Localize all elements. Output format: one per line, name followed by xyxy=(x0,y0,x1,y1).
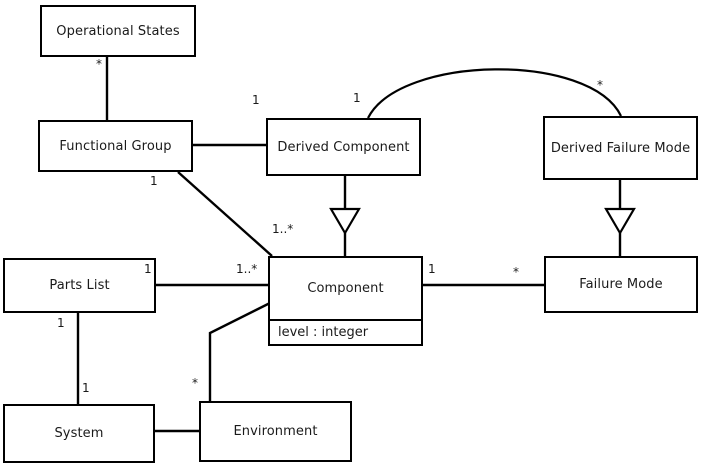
class-box-operational-states[interactable]: Operational States xyxy=(40,5,196,57)
multiplicity-failure-mode-left: * xyxy=(513,265,519,279)
class-box-system[interactable]: System xyxy=(3,404,155,463)
edge-derived-component-derived-failure-mode-arc xyxy=(367,68,622,119)
class-box-derived-failure-mode[interactable]: Derived Failure Mode xyxy=(543,116,698,180)
multiplicity-component-upper-left: 1..* xyxy=(272,222,294,236)
multiplicity-derived-failure-mode-arc: * xyxy=(597,78,603,92)
multiplicity-parts-list-right: 1 xyxy=(144,262,152,276)
class-name-component: Component xyxy=(307,281,384,296)
generalization-triangle-failure-mode xyxy=(604,207,636,236)
class-box-functional-group[interactable]: Functional Group xyxy=(38,120,193,172)
multiplicity-functional-group-derived-component: 1 xyxy=(252,93,260,107)
class-name-operational-states: Operational States xyxy=(56,23,180,39)
class-name-failure-mode: Failure Mode xyxy=(579,277,663,292)
class-name-environment: Environment xyxy=(233,424,318,439)
multiplicity-parts-list-bottom: 1 xyxy=(57,316,65,330)
class-box-derived-component[interactable]: Derived Component xyxy=(266,118,421,176)
class-box-failure-mode[interactable]: Failure Mode xyxy=(544,256,698,313)
multiplicity-operational-states: * xyxy=(96,57,102,71)
edge-component-environment xyxy=(208,301,271,401)
class-attribute-component-level: level : integer xyxy=(270,319,421,344)
multiplicity-component-right: 1 xyxy=(428,262,436,276)
class-name-system: System xyxy=(54,426,104,441)
class-name-derived-failure-mode: Derived Failure Mode xyxy=(550,140,691,156)
multiplicity-component-left: 1..* xyxy=(236,262,258,276)
class-box-parts-list[interactable]: Parts List xyxy=(3,258,156,313)
edge-functional-group-component xyxy=(177,171,273,257)
class-name-parts-list: Parts List xyxy=(49,278,110,293)
class-box-environment[interactable]: Environment xyxy=(199,401,352,462)
multiplicity-environment-top: * xyxy=(192,376,198,390)
class-box-component[interactable]: Component level : integer xyxy=(268,256,423,346)
generalization-triangle-component xyxy=(329,207,361,236)
class-name-derived-component: Derived Component xyxy=(277,139,410,155)
multiplicity-functional-group-component: 1 xyxy=(150,174,158,188)
multiplicity-system-top: 1 xyxy=(82,381,90,395)
multiplicity-derived-component-arc: 1 xyxy=(353,91,361,105)
class-name-functional-group: Functional Group xyxy=(59,138,172,154)
